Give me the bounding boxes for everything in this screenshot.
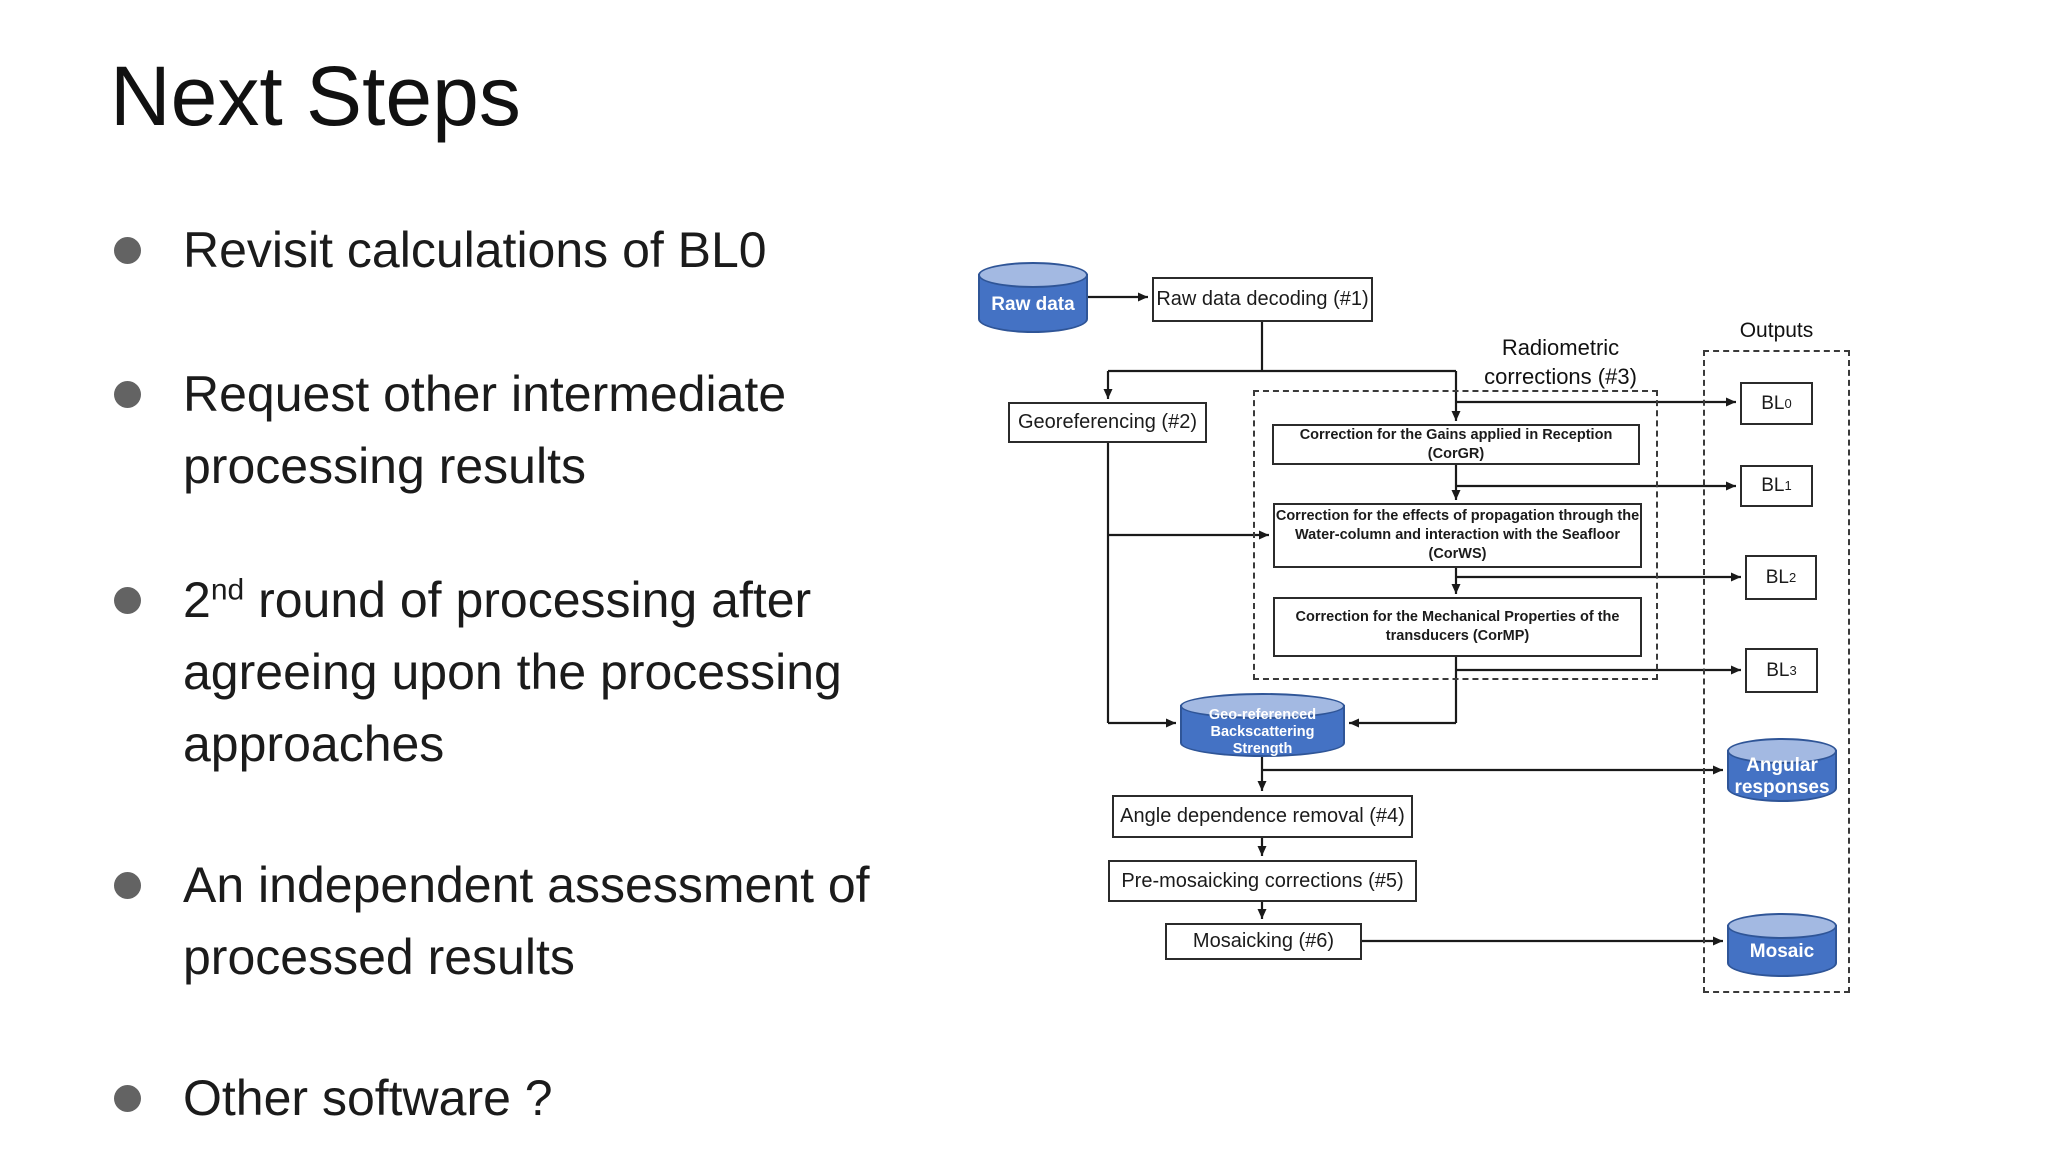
bullet-2-line-1: Request other intermediate (183, 366, 787, 422)
raw-data-label: Raw data (991, 293, 1075, 315)
georeferenced-backscatter-label: Geo-referenced Backscattering Strength (1208, 706, 1317, 757)
outputs-group (1703, 350, 1850, 993)
bullet-dot (114, 237, 141, 264)
bullet-2-line-2: processing results (183, 438, 586, 494)
bullet-item-5: Other software ? (110, 1062, 890, 1134)
bullet-3-line-2: agreeing upon the processing (183, 644, 842, 700)
mosaic-label: Mosaic (1749, 941, 1815, 962)
bullet-item-2: Request other intermediate processing re… (110, 358, 890, 502)
bullet-3-prefix: 2 (183, 572, 211, 628)
cylinder-top (978, 262, 1088, 288)
mosaicking-box: Mosaicking (#6) (1165, 923, 1362, 960)
bullet-5-line-1: Other software ? (183, 1070, 553, 1126)
bl2-label: BL (1765, 566, 1789, 588)
bullet-item-3: 2nd round of processing after agreeing u… (110, 564, 890, 780)
raw-data-cylinder: Raw data (978, 262, 1088, 333)
bullet-dot (114, 1085, 141, 1112)
bullet-dot (114, 587, 141, 614)
bullet-3-line-1: 2nd round of processing after (183, 564, 890, 636)
bullet-item-1: Revisit calculations of BL0 (110, 214, 890, 286)
bl0-label: BL (1761, 392, 1785, 414)
angular-responses-cylinder: Angular responses (1727, 738, 1837, 802)
cylinder-top (1727, 738, 1837, 764)
bullet-1-line-1: Revisit calculations of BL0 (183, 222, 767, 278)
cylinder-top (1727, 913, 1837, 939)
bullet-item-4: An independent assessment of processed r… (110, 849, 890, 993)
pre-mosaicking-corrections-box: Pre-mosaicking corrections (#5) (1108, 860, 1417, 902)
raw-data-decoding-box: Raw data decoding (#1) (1152, 277, 1373, 322)
bullet-dot (114, 872, 141, 899)
correction-mechanical-properties-box: Correction for the Mechanical Properties… (1273, 597, 1642, 657)
cylinder-top (1180, 693, 1345, 719)
correction-gains-reception-box: Correction for the Gains applied in Rece… (1272, 424, 1640, 465)
bullet-4-line-1: An independent assessment of (183, 857, 870, 913)
georeferenced-backscatter-cylinder: Geo-referenced Backscattering Strength (1180, 693, 1345, 757)
radiometric-corrections-label: Radiometric corrections (#3) (1484, 335, 1637, 389)
bullet-3-line-3: approaches (183, 716, 445, 772)
radiometric-corrections-group (1253, 390, 1658, 680)
bullet-4-line-2: processed results (183, 929, 575, 985)
page-title: Next Steps (110, 49, 521, 143)
angle-dependence-removal-box: Angle dependence removal (#4) (1112, 795, 1413, 838)
mosaic-cylinder: Mosaic (1727, 913, 1837, 977)
bullet-3-rest: round of processing after (244, 572, 812, 628)
angular-responses-label: Angular responses (1734, 755, 1830, 798)
bl3-label: BL (1766, 659, 1790, 681)
outputs-label: Outputs (1739, 319, 1814, 342)
georeferencing-box: Georeferencing (#2) (1008, 402, 1207, 443)
correction-watercolumn-seafloor-box: Correction for the effects of propagatio… (1273, 503, 1642, 568)
bullet-dot (114, 381, 141, 408)
bl1-label: BL (1761, 475, 1785, 496)
bullet-3-superscript: nd (210, 573, 245, 607)
